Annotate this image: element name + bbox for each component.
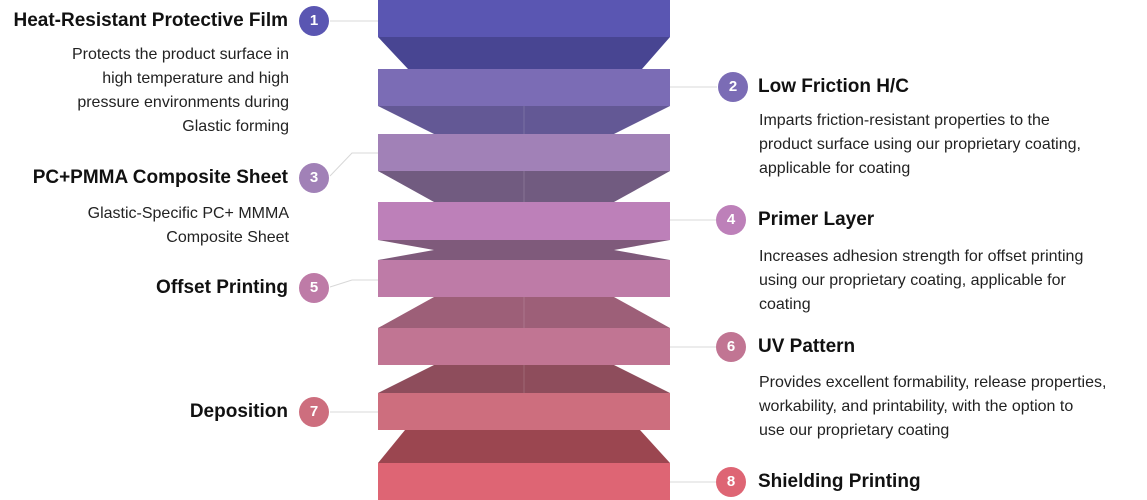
layer-1-description: Protects the product surface in high tem… [72,46,289,135]
layer-7-title: Deposition [189,401,288,422]
layer-7-face [378,393,670,430]
connector-3 [329,152,378,177]
layer-7-number-badge: 7 [299,397,329,427]
layer-2-description: Imparts friction-resistant properties to… [759,112,1081,177]
layer-8-title: Shielding Printing [758,471,921,492]
layer-4-face [378,202,670,240]
layer-7-side [378,430,670,463]
layer-8-face [378,463,670,500]
layer-3-side [378,171,670,202]
layer-5-number-badge: 5 [299,273,329,303]
layer-8-number-badge: 8 [716,467,746,497]
layer-2-side [378,106,670,134]
layer-3-number-badge: 3 [299,163,329,193]
connector-lines [329,20,717,483]
layer-1-face [378,0,670,37]
layer-3-face [378,134,670,171]
layer-4-side [378,240,670,260]
layer-5-title: Offset Printing [156,277,288,298]
layer-5-face [378,260,670,297]
layer-2-title: Low Friction H/C [758,76,909,97]
layer-1-side [378,37,670,69]
layer-4-description: Increases adhesion strength for offset p… [759,248,1084,313]
layer-1-title: Heat-Resistant Protective Film [13,10,288,31]
layer-4-number-badge: 4 [716,205,746,235]
layer-2-face [378,69,670,106]
layer-3-description: Glastic-Specific PC+ MMMA Composite Shee… [87,205,289,246]
layer-4-title: Primer Layer [758,209,875,230]
layer-5-side [378,297,670,328]
layer-6-side [378,365,670,393]
layer-6-face [378,328,670,365]
layer-3-title: PC+PMMA Composite Sheet [32,167,288,188]
layer-6-title: UV Pattern [758,336,856,357]
layer-6-description: Provides excellent formability, release … [759,374,1107,439]
layer-2-number-badge: 2 [718,72,748,102]
layer-6-number-badge: 6 [716,332,746,362]
connector-5 [329,279,378,288]
layer-1-number-badge: 1 [299,6,329,36]
